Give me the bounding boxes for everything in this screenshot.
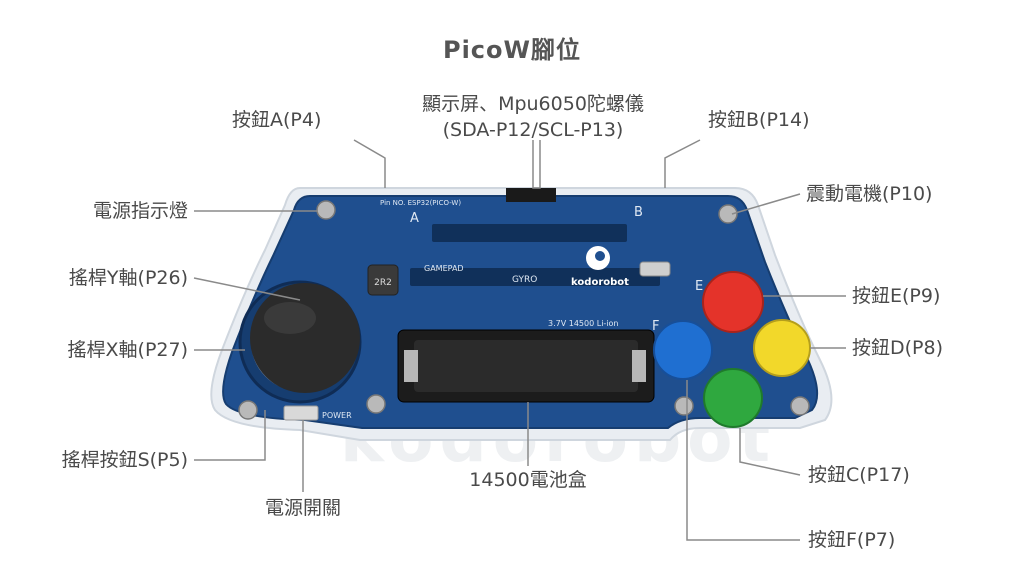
button-d-cap[interactable]: [753, 319, 811, 377]
leader-display: [532, 140, 541, 189]
silk-board-name: GAMEPAD: [424, 264, 464, 273]
label-battery-box: 14500電池盒: [469, 469, 587, 491]
leader-joystick-s: [194, 410, 266, 461]
battery-contact-left: [404, 350, 418, 382]
logo-text: kodorobot: [571, 277, 629, 288]
screw-bottom-left-a: [238, 400, 258, 420]
label-display: 顯示屏、Mpu6050陀螺儀: [422, 93, 644, 115]
screw-top-right: [718, 204, 738, 224]
silk-gyro: GYRO: [512, 275, 537, 285]
label-button-c: 按鈕C(P17): [808, 464, 910, 486]
joystick-cap[interactable]: [250, 283, 360, 393]
pin-header-bottom: [410, 268, 660, 286]
leader-vibration: [731, 193, 801, 215]
leader-button-c: [739, 428, 801, 476]
display-connector: [506, 188, 556, 202]
power-switch[interactable]: [283, 405, 319, 421]
screw-bottom-left-b: [366, 394, 386, 414]
leader-button-f: [686, 380, 800, 541]
page-title: PicoW腳位: [442, 36, 581, 64]
joystick-cap-highlight: [264, 302, 316, 334]
label-button-d: 按鈕D(P8): [852, 337, 944, 359]
pin-header-top: [432, 224, 627, 242]
label-display-pins: (SDA-P12/SCL-P13): [442, 119, 624, 141]
label-joystick-button: 搖桿按鈕S(P5): [61, 449, 188, 471]
leader-button-a: [353, 139, 386, 188]
label-joystick-y: 搖桿Y軸(P26): [68, 267, 188, 289]
silk-a: A: [410, 211, 419, 226]
leader-button-b: [664, 139, 701, 188]
silk-power: POWER: [322, 411, 352, 420]
leader-joystick-y: [193, 277, 301, 301]
screw-top-left: [316, 200, 336, 220]
label-power-led: 電源指示燈: [92, 200, 188, 222]
label-joystick-x: 搖桿X軸(P27): [67, 339, 188, 361]
screw-bottom-right-b: [790, 396, 810, 416]
battery-contact-right: [632, 350, 646, 382]
silk-b: B: [634, 205, 643, 220]
button-e-cap[interactable]: [702, 271, 764, 333]
screw-bottom-right-a: [674, 396, 694, 416]
label-vibration-motor: 震動電機(P10): [806, 183, 933, 205]
logo-mark-inner: [595, 251, 605, 261]
label-button-f: 按鈕F(P7): [808, 529, 896, 551]
vibration-motor: [639, 261, 671, 277]
inductor: [367, 264, 399, 296]
inductor-label: 2R2: [374, 278, 392, 288]
leader-lines: [193, 139, 846, 541]
silk-pin-header: Pin NO. ESP32(PICO-W): [380, 199, 461, 207]
label-button-a: 按鈕A(P4): [232, 109, 322, 131]
silk-battery: 3.7V 14500 Li-ion: [548, 319, 618, 328]
label-power-switch: 電源開關: [264, 497, 341, 519]
silk-f: F: [652, 319, 659, 334]
button-f-cap[interactable]: [653, 320, 713, 380]
battery-cavity: [414, 340, 638, 392]
label-button-b: 按鈕B(P14): [708, 109, 810, 131]
silk-e: E: [695, 279, 703, 294]
label-button-e: 按鈕E(P9): [852, 285, 941, 307]
button-c-cap[interactable]: [703, 368, 763, 428]
